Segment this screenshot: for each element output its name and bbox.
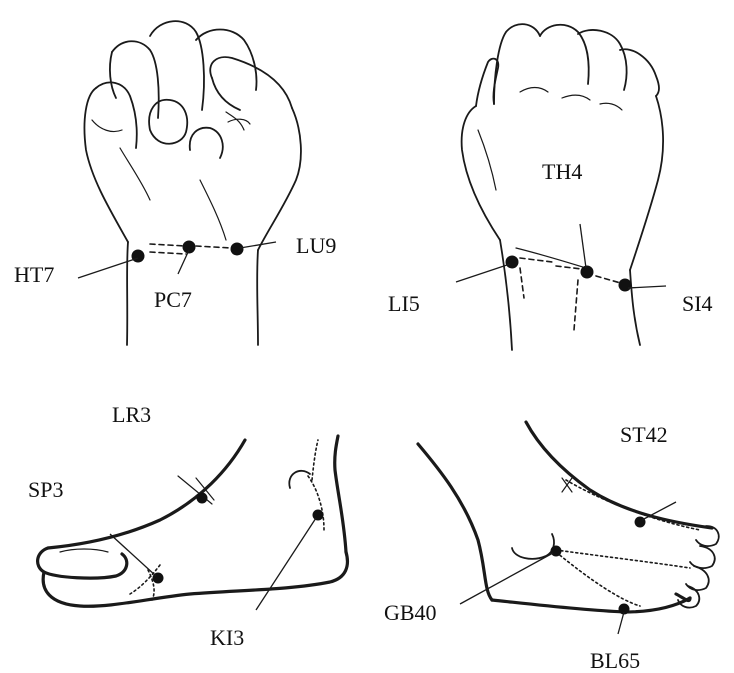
- pc7-label: PC7: [154, 289, 192, 311]
- foot-inner-drawing: [38, 436, 348, 606]
- th4-label: TH4: [542, 161, 582, 183]
- si4-point: [619, 279, 632, 292]
- lr3-point: [197, 493, 208, 504]
- th4-point: [581, 266, 594, 279]
- hand-back-drawing: [462, 24, 663, 350]
- st42-label: ST42: [620, 424, 668, 446]
- sp3-leader: [110, 534, 156, 576]
- foot-outer-drawing: [418, 422, 719, 612]
- si4-label: SI4: [682, 293, 713, 315]
- lu9-label: LU9: [296, 235, 336, 257]
- ki3-point: [313, 510, 324, 521]
- sp3-label: SP3: [28, 479, 63, 501]
- st42-point: [635, 517, 646, 528]
- gb40-label: GB40: [384, 602, 437, 624]
- ki3-leader: [256, 518, 316, 610]
- lu9-point: [231, 243, 244, 256]
- gb40-point: [551, 546, 562, 557]
- ki3-label: KI3: [210, 627, 244, 649]
- lu9-leader: [240, 242, 276, 248]
- bl65-label: BL65: [590, 650, 640, 672]
- li5-leader: [456, 264, 510, 282]
- th4-leader: [580, 224, 586, 268]
- li5-point: [506, 256, 519, 269]
- ht7-label: HT7: [14, 264, 54, 286]
- gb40-leader: [460, 553, 553, 604]
- bl65-leader: [618, 612, 624, 634]
- ht7-point: [132, 250, 145, 263]
- li5-label: LI5: [388, 293, 420, 315]
- si4-leader: [628, 286, 666, 288]
- ht7-leader: [78, 258, 138, 278]
- lr3-label: LR3: [112, 404, 151, 426]
- fist-drawing: [84, 21, 300, 345]
